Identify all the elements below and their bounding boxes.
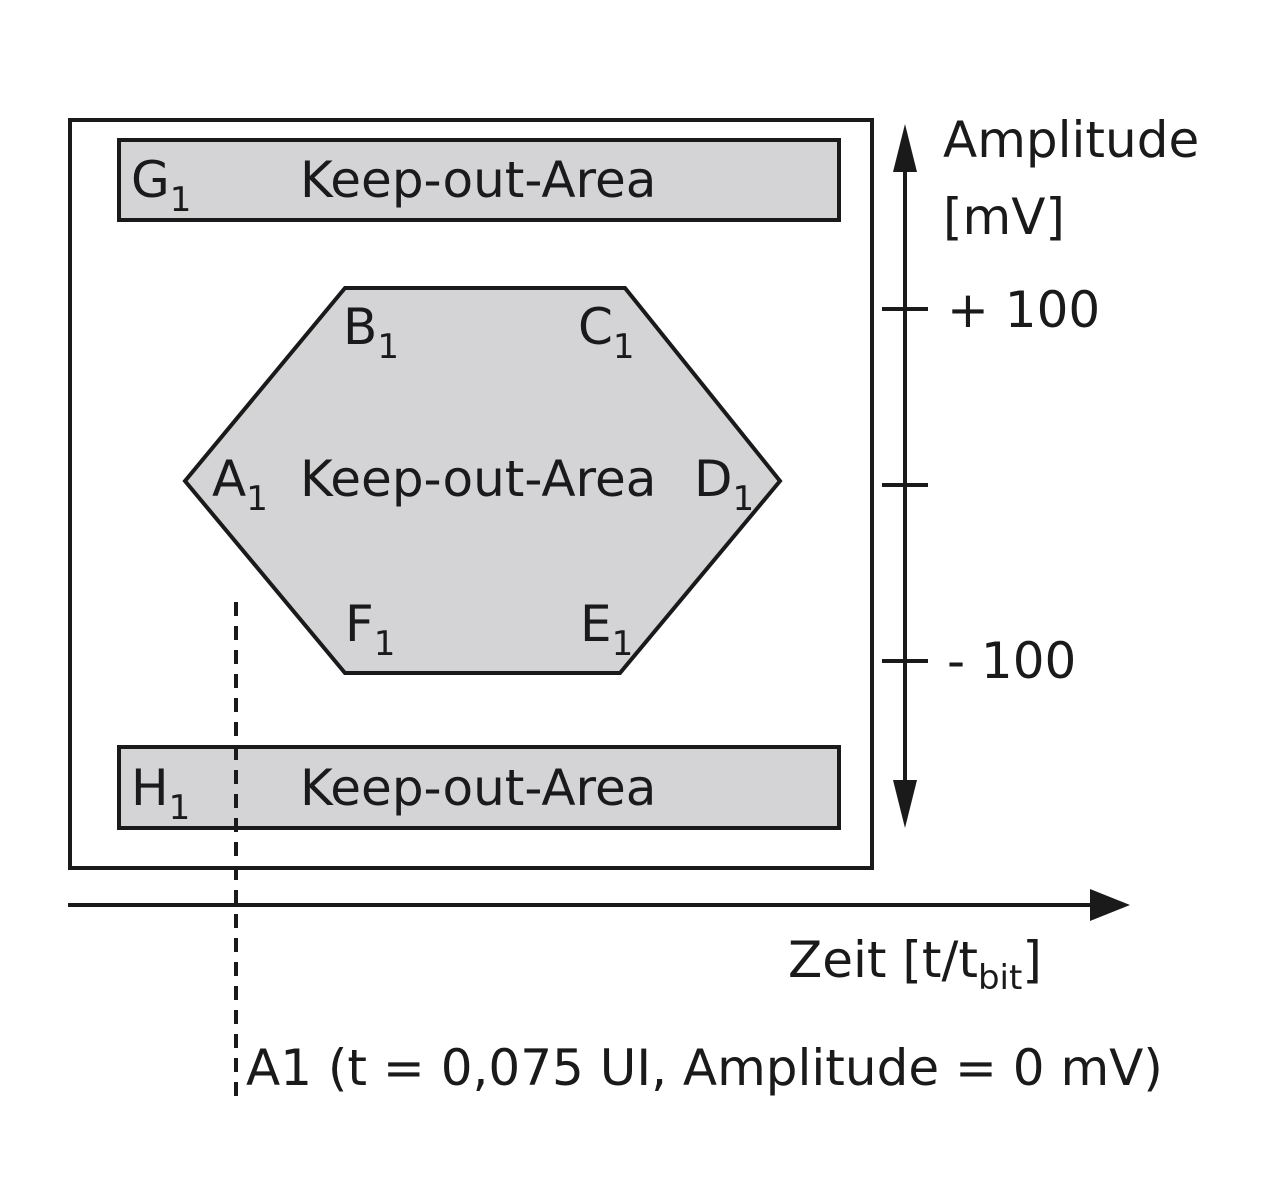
vertex-a-label: A1 bbox=[212, 450, 268, 519]
time-axis-arrow bbox=[1090, 889, 1130, 921]
vertex-h-label: H1 bbox=[131, 759, 190, 828]
keep-out-label-bottom: Keep-out-Area bbox=[300, 759, 656, 817]
tick-label-minus-100: - 100 bbox=[947, 632, 1076, 690]
amplitude-axis-arrow-down bbox=[893, 780, 917, 828]
keep-out-area-bottom bbox=[117, 745, 841, 830]
time-axis-label: Zeit [t/tbit] bbox=[788, 931, 1042, 998]
vertex-b-label: B1 bbox=[343, 298, 399, 367]
tick-label-plus-100: + 100 bbox=[947, 281, 1100, 339]
vertex-c-label: C1 bbox=[578, 298, 635, 367]
keep-out-area-center bbox=[182, 286, 783, 675]
amplitude-axis-arrow-up bbox=[893, 124, 917, 172]
vertex-d-label: D1 bbox=[694, 450, 754, 519]
vertex-f-label: F1 bbox=[345, 595, 395, 664]
a1-annotation: A1 (t = 0,075 UI, Amplitude = 0 mV) bbox=[246, 1039, 1163, 1097]
keep-out-label-center: Keep-out-Area bbox=[300, 450, 656, 508]
keep-out-area-top bbox=[117, 138, 841, 222]
keep-out-label-top: Keep-out-Area bbox=[300, 151, 656, 209]
amplitude-axis-unit: [mV] bbox=[943, 188, 1065, 246]
amplitude-axis-label: Amplitude bbox=[943, 111, 1199, 169]
vertex-e-label: E1 bbox=[580, 595, 633, 664]
mask-frame bbox=[68, 118, 874, 870]
vertex-g-label: G1 bbox=[131, 151, 191, 220]
